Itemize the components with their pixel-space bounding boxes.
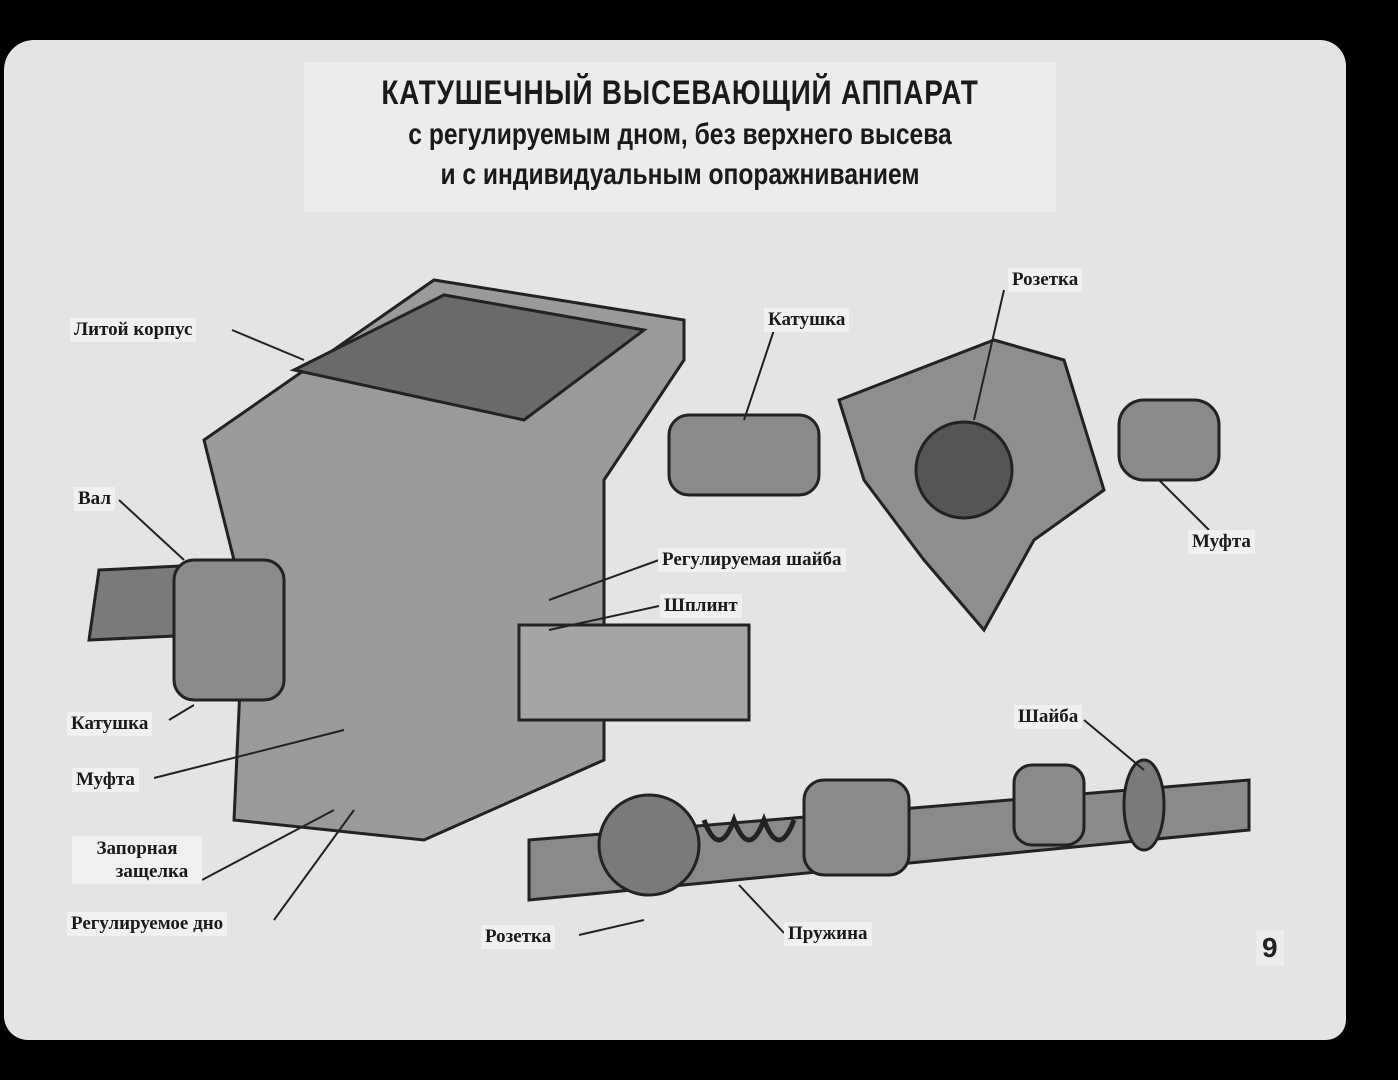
washer-bottom bbox=[1122, 758, 1166, 852]
label-housing: Литой корпус bbox=[70, 318, 197, 342]
coupling-right bbox=[1117, 398, 1221, 482]
housing-shaft bbox=[517, 623, 751, 722]
page-number: 9 bbox=[1256, 930, 1284, 966]
label-rosette-bottom: Розетка bbox=[481, 925, 556, 949]
label-latch: Запорная защелка bbox=[72, 836, 202, 884]
title-line-3: и с индивидуальным опоражниванием bbox=[440, 158, 920, 191]
label-reel-left: Катушка bbox=[67, 712, 153, 736]
hopper-opening bbox=[289, 293, 648, 422]
illustration bbox=[87, 278, 1251, 936]
label-latch-line-2: защелка bbox=[115, 861, 189, 882]
label-rosette-top: Розетка bbox=[1008, 268, 1083, 292]
label-adjustable-bottom: Регулируемое дно bbox=[67, 912, 228, 936]
label-washer: Шайба bbox=[1014, 705, 1083, 729]
label-shaft: Вал bbox=[74, 487, 115, 511]
slide: КАТУШЕЧНЫЙ ВЫСЕВАЮЩИЙ АППАРАТ с регулиру… bbox=[4, 40, 1346, 1040]
label-latch-line-1: Запорная bbox=[96, 838, 178, 859]
coupling-bottom bbox=[1012, 763, 1086, 847]
rosette-bottom bbox=[597, 793, 701, 897]
label-adjustable-washer: Регулируемая шайба bbox=[658, 548, 846, 572]
title-block: КАТУШЕЧНЫЙ ВЫСЕВАЮЩИЙ АППАРАТ с регулиру… bbox=[304, 62, 1056, 212]
spring bbox=[701, 812, 797, 843]
reel-bottom bbox=[802, 778, 911, 877]
title-line-1: КАТУШЕЧНЫЙ ВЫСЕВАЮЩИЙ АППАРАТ bbox=[381, 74, 979, 112]
label-coupling-left: Муфта bbox=[72, 768, 139, 792]
label-cotter-pin: Шплинт bbox=[660, 594, 742, 618]
title-line-2: с регулируемым дном, без верхнего высева bbox=[408, 118, 952, 151]
label-coupling-right: Муфта bbox=[1188, 530, 1255, 554]
label-reel-top: Катушка bbox=[764, 308, 850, 332]
reel-top bbox=[667, 413, 821, 497]
label-spring: Пружина bbox=[784, 922, 872, 946]
leader-lines bbox=[118, 289, 1210, 936]
